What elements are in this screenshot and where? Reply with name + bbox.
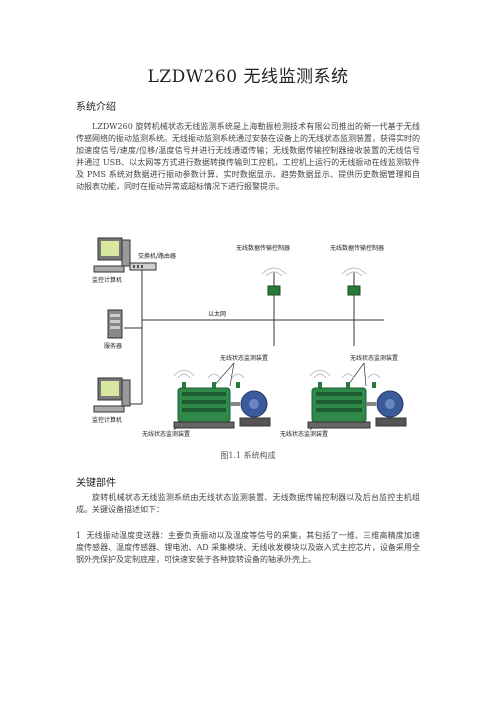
wireless-controller-2 [341,267,367,296]
network-lines [118,265,384,405]
label-device-left-bottom: 无线状态监测装置 [142,430,190,438]
switch-router [129,262,157,271]
label-switch: 交换机/路由器 [138,252,176,260]
system-diagram: 监控计算机 交换机/路由器 服务器 监控计算机 以太网 [92,237,407,438]
figure-caption: 图1.1 系统构成 [220,451,276,460]
page-title: LZDW260 无线监测系统 [147,67,349,87]
label-controller-1: 无线数据传输控制器 [236,244,290,252]
machine-set-left [173,369,271,429]
component-item-1: 1 无线振动温度变送器：主要负责振动以及温度等信号的采集，其包括了一维、三维高精… [76,531,420,564]
monitor-computer-top [93,237,131,273]
section-heading-intro: 系统介绍 [76,102,116,113]
monitor-computer-bottom [93,377,131,413]
label-ethernet: 以太网 [208,310,226,318]
intro-paragraph: LZDW260 旋转机械状态无线监测系统是上海勒振检测技术有限公司推出的新一代基… [76,122,420,191]
label-device-right-bottom: 无线状态监测装置 [280,430,328,438]
components-paragraph: 旋转机械状态无线监测系统由无线状态监测装置、无线数据传输控制器以及后台监控主机组… [76,493,420,514]
wireless-controller-1 [261,267,287,296]
machine-set-right [307,369,407,429]
label-device-left-top: 无线状态监测装置 [220,354,268,362]
label-controller-2: 无线数据传输控制器 [330,244,384,252]
label-server: 服务器 [104,342,122,350]
section-heading-components: 关键部件 [76,478,116,489]
server [107,309,123,339]
label-monitor-bottom: 监控计算机 [92,416,122,424]
label-monitor-top: 监控计算机 [92,276,122,284]
label-device-right-top: 无线状态监测装置 [350,354,398,362]
